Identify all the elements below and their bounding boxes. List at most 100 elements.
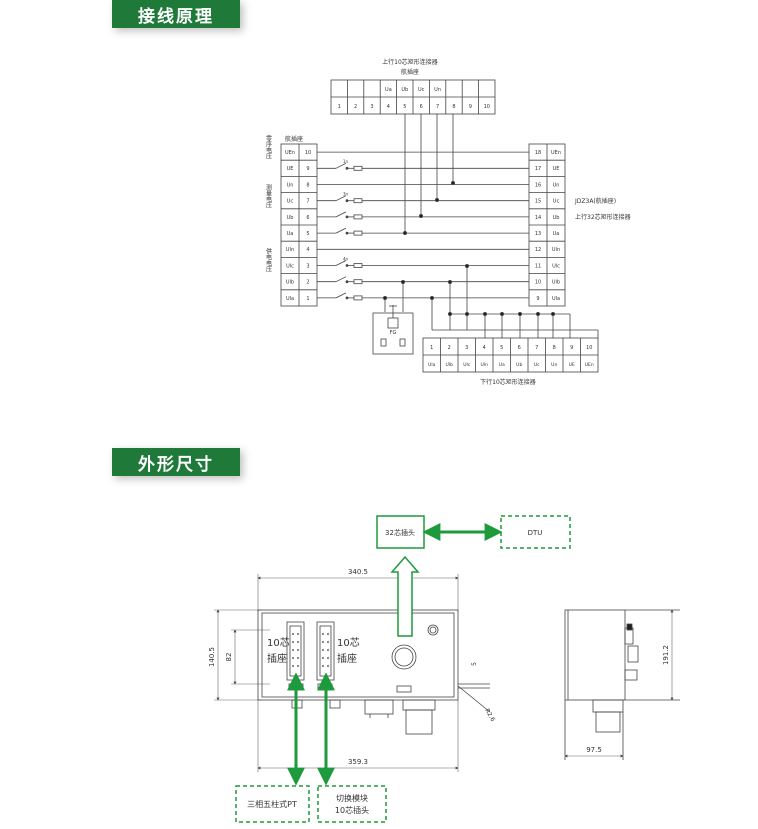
right-pin-label: 9	[536, 296, 539, 302]
right-signal-label: Uc	[553, 199, 560, 205]
bottom-pin-label: 2	[448, 345, 451, 351]
bottom-signal-label: UEn	[585, 362, 594, 368]
right-signal-label: Ula	[552, 296, 560, 302]
right-note-2: 上行32芯矩形连接器	[575, 213, 631, 221]
top-pin-label: 6	[420, 104, 423, 110]
plug-connector-arrow	[390, 555, 420, 637]
dim-left-outer: 140.5	[208, 647, 216, 667]
left-pin-label: 1	[306, 296, 309, 302]
dimension-section-title: 外形尺寸	[112, 448, 240, 476]
right-signal-label: UE	[553, 166, 560, 172]
dim-bottom: 359.3	[348, 758, 368, 766]
group-label: 供电电压	[265, 247, 272, 273]
right-signal-label: Un	[553, 182, 560, 188]
right-signal-label: Ub	[553, 215, 560, 221]
group-label: 零序电压	[265, 135, 272, 160]
dim-left-inner: 82	[225, 653, 233, 662]
top-pin-label: 3	[370, 104, 373, 110]
right-signal-label: Ulb	[552, 280, 560, 286]
left-signal-label: Ula	[286, 296, 294, 302]
left-pin-label: 4	[306, 247, 309, 253]
left-pin-label: 2	[306, 280, 309, 286]
pt-box	[235, 785, 310, 823]
bottom-pin-label: 6	[518, 345, 521, 351]
right-signal-label: UEn	[551, 150, 561, 156]
dimension-drawing: 32芯插头 DTU 340.5 359.3 140.5 82	[208, 515, 680, 823]
right-pin-label: 13	[535, 231, 541, 237]
bottom-connector-title: 下行10芯矩形连接器	[480, 378, 536, 386]
bottom-pin-label: 1	[430, 345, 433, 351]
bottom-signal-label: Ua	[499, 362, 505, 368]
left-signal-label: Un	[287, 182, 294, 188]
left-pin-label: 6	[306, 215, 309, 221]
bottom-signal-label: Uln	[481, 362, 489, 368]
top-pin-label: 7	[436, 104, 439, 110]
bottom-pin-label: 8	[553, 345, 556, 351]
bottom-signal-label: Ub	[516, 362, 522, 368]
left-signal-label: UEn	[285, 150, 295, 156]
top-pin-label: 2	[354, 104, 357, 110]
bottom-signal-label: Ula	[428, 362, 436, 368]
right-pin-label: 17	[535, 166, 541, 172]
left-signal-label: Ua	[287, 231, 294, 237]
right-pin-label: 10	[535, 280, 541, 286]
switch-label: 4n	[343, 256, 349, 261]
left-signal-label: Ulb	[286, 280, 294, 286]
right-pin-label: 16	[535, 182, 541, 188]
top-connector-title: 上行10芯矩形连接器	[382, 58, 438, 66]
top-pin-label: 4	[387, 104, 390, 110]
bottom-pin-label: 9	[570, 345, 573, 351]
socket-right-line1: 10芯	[337, 636, 360, 649]
dim-small: 5	[471, 662, 478, 666]
left-signal-label: Uc	[287, 199, 294, 205]
right-pin-label: 11	[535, 263, 541, 269]
left-signal-label: Ulc	[286, 263, 294, 269]
dtu-label: DTU	[528, 529, 543, 537]
top-signal-label: Ua	[385, 87, 392, 93]
bottom-pin-label: 10	[586, 345, 592, 351]
top-signal-label: Un	[434, 87, 441, 93]
top-pin-label: 10	[484, 104, 490, 110]
dim-top: 340.5	[348, 568, 368, 576]
bottom-signal-label: Ulb	[446, 362, 454, 368]
socket-left-line2: 插座	[267, 652, 287, 665]
left-signal-label: Uln	[286, 247, 294, 253]
top-signal-label: Ub	[401, 87, 408, 93]
bottom-pin-label: 5	[500, 345, 503, 351]
right-pin-label: 14	[535, 215, 541, 221]
wiring-section-title: 接线原理	[112, 0, 240, 28]
left-pin-label: 3	[306, 263, 309, 269]
bottom-pin-label: 7	[535, 345, 538, 351]
fg-ground-block: FG	[372, 305, 414, 355]
dim-angle: R2.6	[483, 708, 496, 724]
left-signal-label: UE	[287, 166, 294, 172]
switch-label: 1n	[343, 159, 349, 164]
left-pin-label: 5	[306, 231, 309, 237]
side-view	[564, 609, 680, 760]
left-pin-label: 8	[306, 182, 309, 188]
left-pin-label: 10	[305, 150, 311, 156]
bottom-signal-label: Ulc	[463, 362, 471, 368]
dim-side-height: 191.2	[662, 645, 670, 665]
right-note-1: JDZ3A(航插座)	[574, 197, 616, 205]
bottom-signal-label: UE	[569, 362, 575, 368]
top-pin-label: 9	[469, 104, 472, 110]
top-pin-label: 1	[338, 104, 341, 110]
left-pin-label: 7	[306, 199, 309, 205]
plug32-label: 32芯插头	[385, 528, 415, 537]
switch-label-line1: 切换模块	[336, 793, 368, 803]
dtu-box	[500, 515, 571, 549]
fg-label: FG	[390, 330, 397, 336]
right-signal-label: Ua	[553, 231, 560, 237]
right-pin-label: 12	[535, 247, 541, 253]
socket-right-line2: 插座	[337, 652, 357, 665]
pt-label: 三相五柱式PT	[247, 799, 297, 809]
top-connector-subtitle: 航插座	[401, 68, 419, 76]
top-signal-label: Uc	[418, 87, 425, 93]
left-pin-label: 9	[306, 166, 309, 172]
